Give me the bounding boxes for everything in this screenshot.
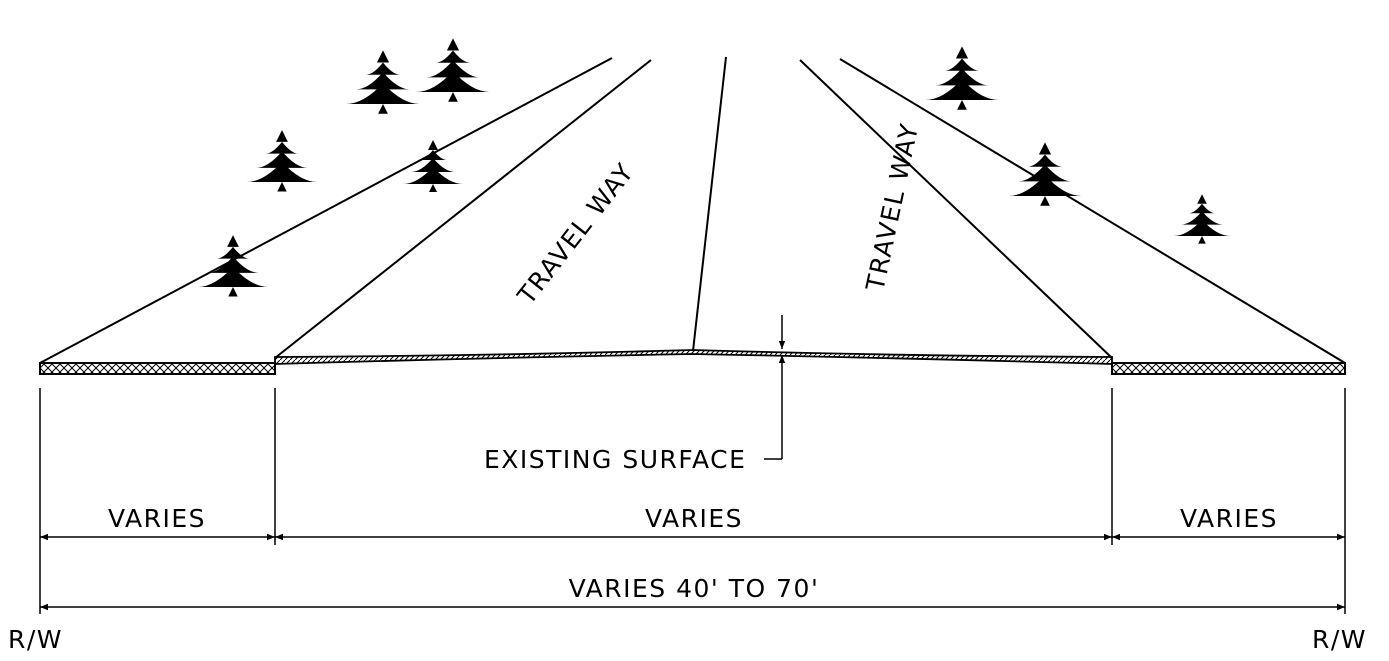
existing-surface-leader [764,315,786,460]
tree-icon [343,50,423,114]
rw-right-label: R/W [1312,625,1367,654]
tree-icon [195,235,271,297]
varies-right-label: VARIES [1180,504,1278,533]
existing-surface-label: EXISTING SURFACE [484,445,746,474]
tree-icon [1005,142,1085,206]
right-shoulder [1111,362,1346,375]
tree-icon [413,38,493,102]
varies-center-label: VARIES [645,504,743,533]
road-edge-lines [39,56,1346,364]
travel-way-left-label: TRAVEL WAY [511,157,640,310]
left-shoulder [39,362,276,375]
rw-left-label: R/W [8,625,63,654]
varies-left-label: VARIES [108,504,206,533]
extension-lines [39,388,1346,614]
travel-way-right-label: TRAVEL WAY [860,120,924,294]
tree-icon [244,130,320,192]
existing-surface-pavement [274,349,1113,365]
tree-icon [1171,194,1233,244]
tree-icon [922,46,1002,110]
varies-total-label: VARIES 40' TO 70' [569,574,820,603]
